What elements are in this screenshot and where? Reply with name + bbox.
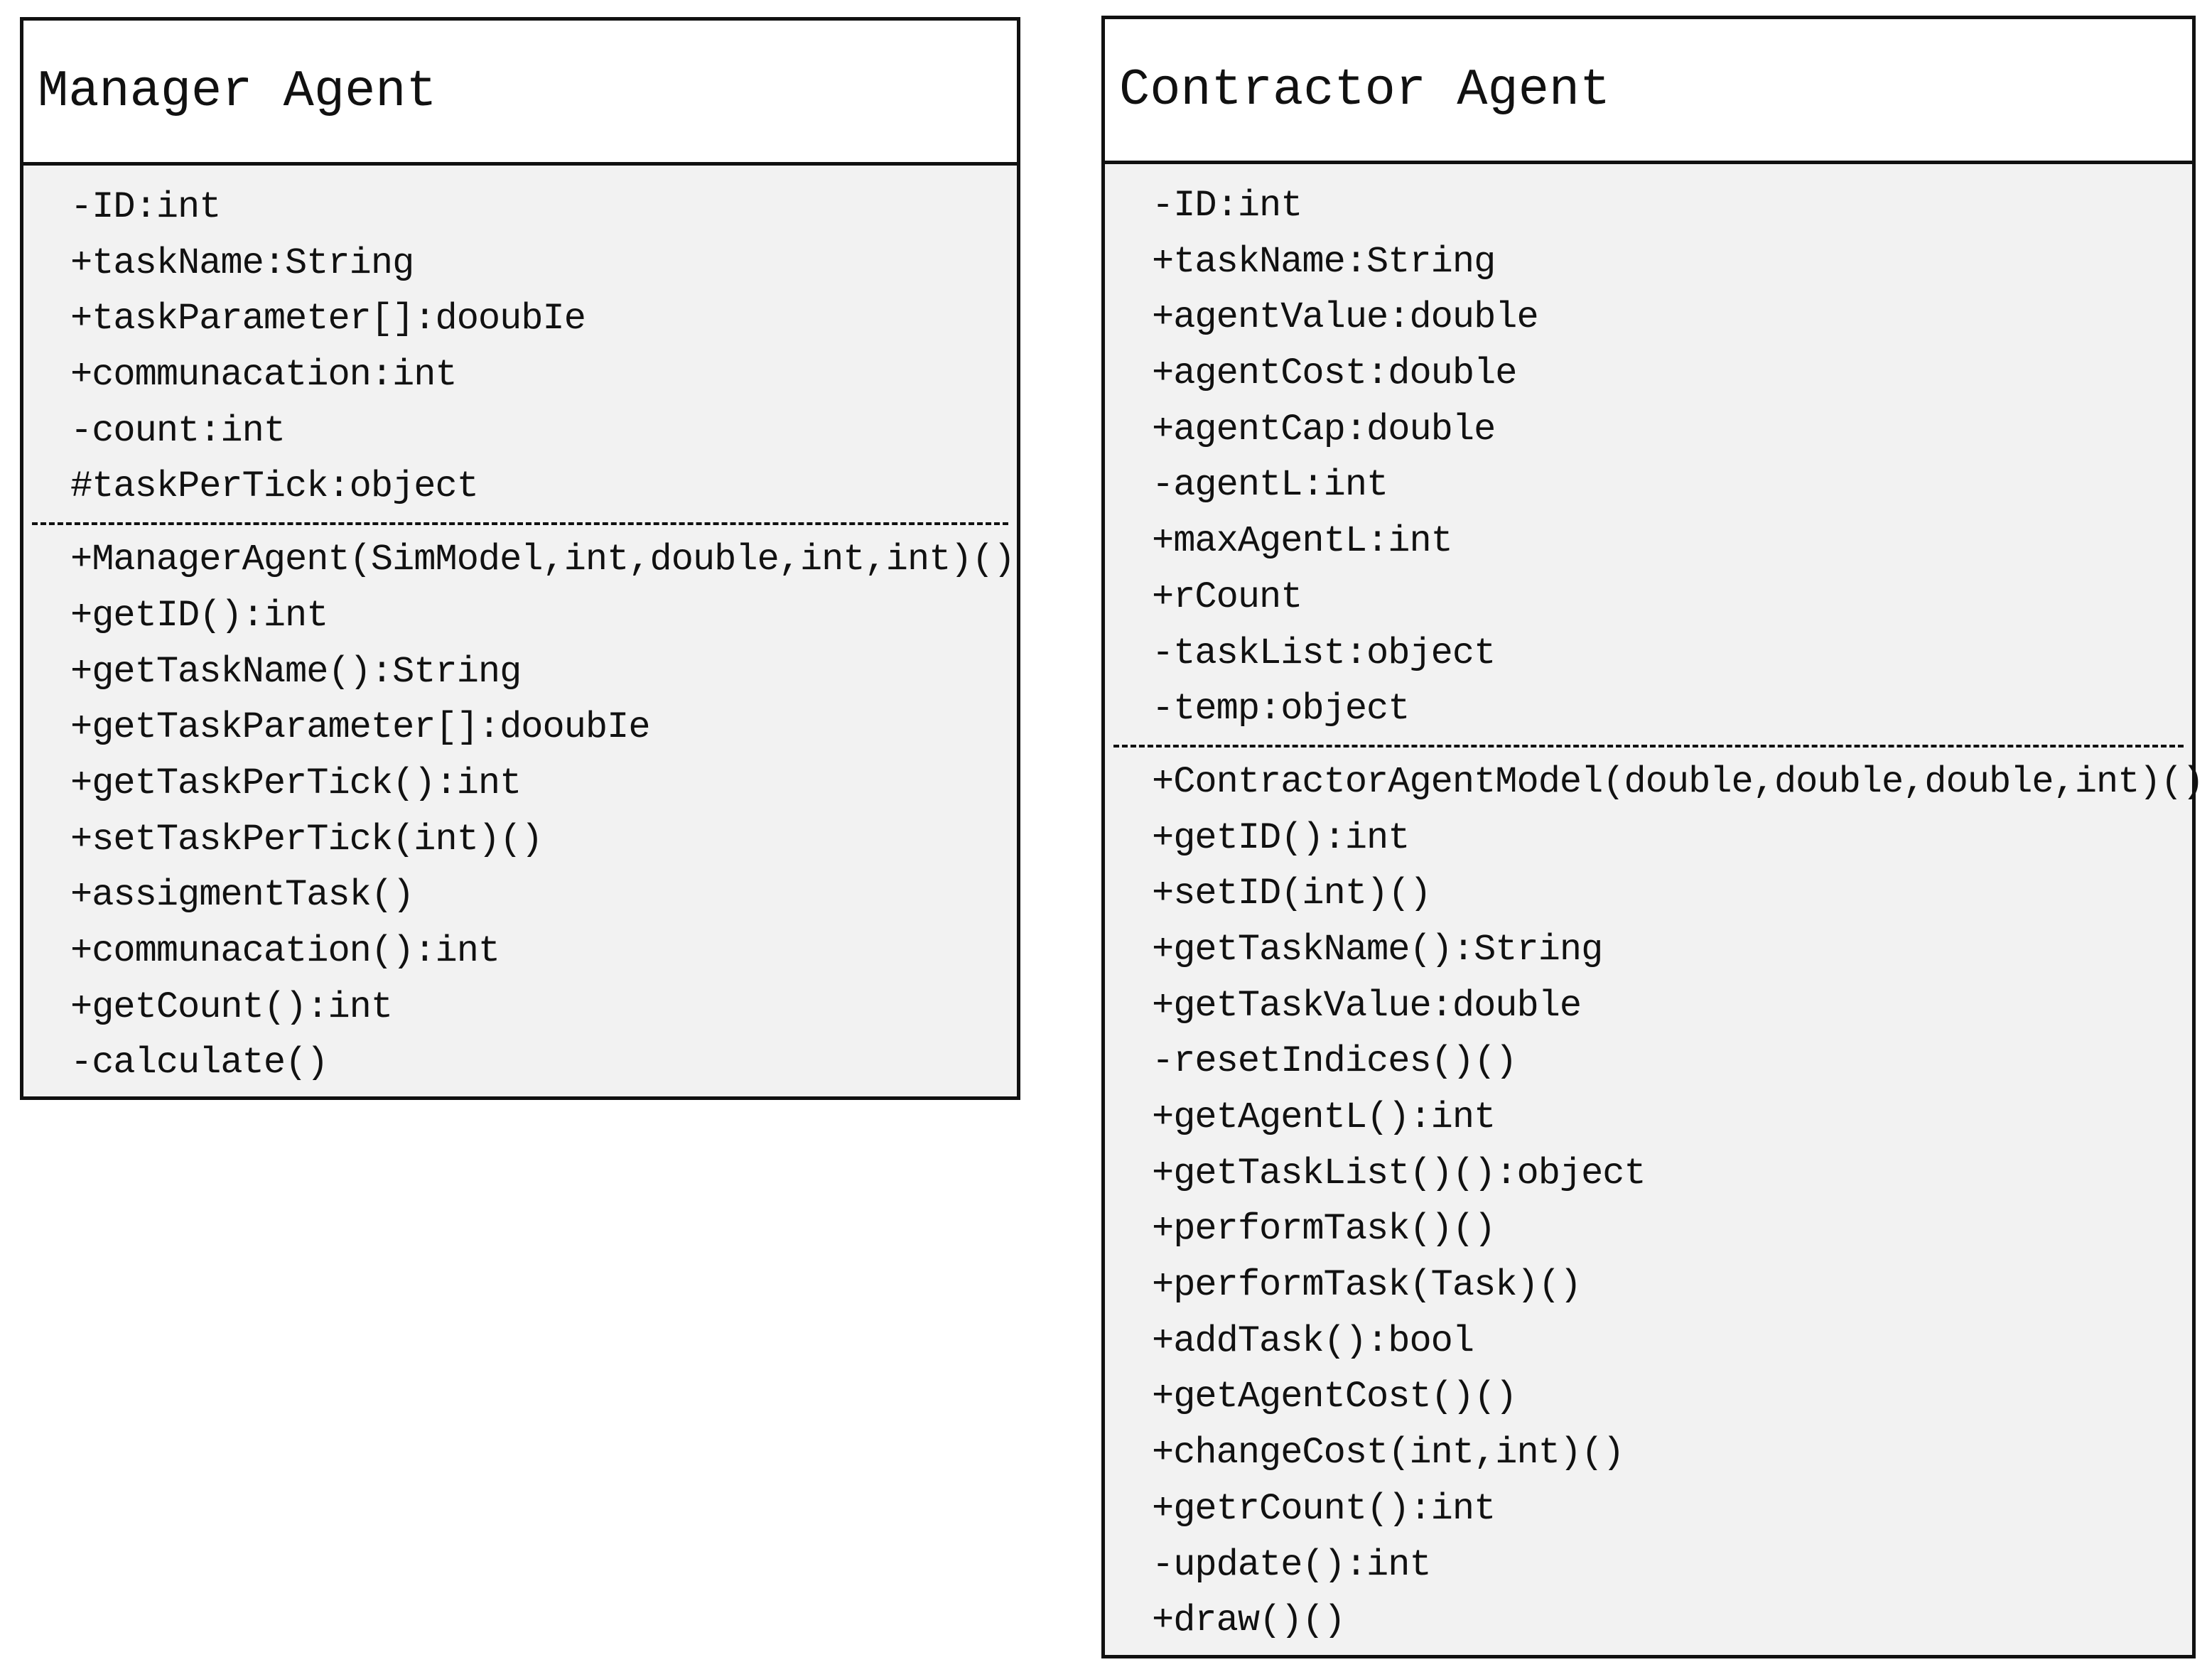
- attribute: -count:int: [70, 409, 286, 452]
- operation: +draw()(): [1152, 1599, 1346, 1642]
- operation: +setID(int)(): [1152, 873, 1432, 915]
- attribute: -temp:object: [1152, 688, 1410, 730]
- contractor-agent-class-name: Contractor Agent: [1119, 60, 1611, 119]
- compartment-divider: [1113, 744, 2184, 748]
- operation: +getTaskName():String: [1152, 928, 1603, 971]
- operation: -update():int: [1152, 1543, 1432, 1586]
- manager-agent-header: Manager Agent: [23, 21, 1017, 166]
- compartment-divider: [32, 522, 1008, 526]
- attribute: +taskName:String: [1152, 240, 1496, 283]
- attribute: -taskList:object: [1152, 632, 1496, 674]
- manager-agent-class-name: Manager Agent: [38, 62, 437, 121]
- attribute: #taskPerTick:object: [70, 465, 479, 508]
- attribute: -ID:int: [1152, 185, 1302, 227]
- operation: +getTaskParameter[]:dooubIe: [70, 706, 651, 749]
- manager-agent-class: Manager Agent -ID:int +taskName:String +…: [20, 17, 1020, 1100]
- contractor-agent-header: Contractor Agent: [1105, 19, 2192, 164]
- operation: +ManagerAgent(SimModel,int,double,int,in…: [70, 539, 1015, 581]
- contractor-agent-operations: +ContractorAgentModel(double,double,doub…: [1105, 748, 2204, 1649]
- attribute: +taskName:String: [70, 242, 414, 284]
- attribute: +agentCap:double: [1152, 408, 1496, 451]
- operation: +changeCost(int,int)(): [1152, 1432, 1625, 1474]
- operation: +communacation():int: [70, 929, 500, 972]
- attribute: -agentL:int: [1152, 464, 1388, 507]
- operation: +addTask():bool: [1152, 1320, 1474, 1362]
- operation: +getAgentL():int: [1152, 1096, 1496, 1138]
- attribute: +maxAgentL:int: [1152, 520, 1453, 563]
- operation: -calculate(): [70, 1042, 328, 1084]
- attribute: +agentValue:double: [1152, 296, 1539, 339]
- operation: +getAgentCost()(): [1152, 1376, 1518, 1418]
- operation: +getrCount():int: [1152, 1487, 1496, 1530]
- contractor-agent-attributes: -ID:int +taskName:String +agentValue:dou…: [1105, 164, 2192, 745]
- attribute: +taskParameter[]:dooubIe: [70, 298, 586, 340]
- operation: +getTaskName():String: [70, 650, 522, 693]
- manager-agent-attributes: -ID:int +taskName:String +taskParameter[…: [23, 166, 1017, 522]
- operation: +getTaskPerTick():int: [70, 762, 522, 804]
- operation: +ContractorAgentModel(double,double,doub…: [1152, 760, 2204, 803]
- operation: +getCount():int: [70, 986, 393, 1028]
- operation: +getTaskValue:double: [1152, 984, 1582, 1027]
- contractor-agent-class: Contractor Agent -ID:int +taskName:Strin…: [1101, 16, 2204, 1658]
- operation: +assigmentTask(): [70, 874, 414, 917]
- attribute: -ID:int: [70, 186, 221, 228]
- operation: +getTaskList()():object: [1152, 1152, 1646, 1194]
- attribute: +agentCost:double: [1152, 352, 1518, 395]
- operation: -resetIndices()(): [1152, 1040, 1518, 1083]
- operation: +getID():int: [1152, 816, 1410, 859]
- operation: +getID():int: [70, 594, 328, 637]
- attribute: +communacation:int: [70, 354, 458, 396]
- operation: +performTask(Task)(): [1152, 1264, 1582, 1307]
- operation: +setTaskPerTick(int)(): [70, 818, 544, 861]
- attribute: +rCount: [1152, 576, 1302, 618]
- manager-agent-operations: +ManagerAgent(SimModel,int,double,int,in…: [23, 525, 1017, 1091]
- operation: +performTask()(): [1152, 1208, 1496, 1251]
